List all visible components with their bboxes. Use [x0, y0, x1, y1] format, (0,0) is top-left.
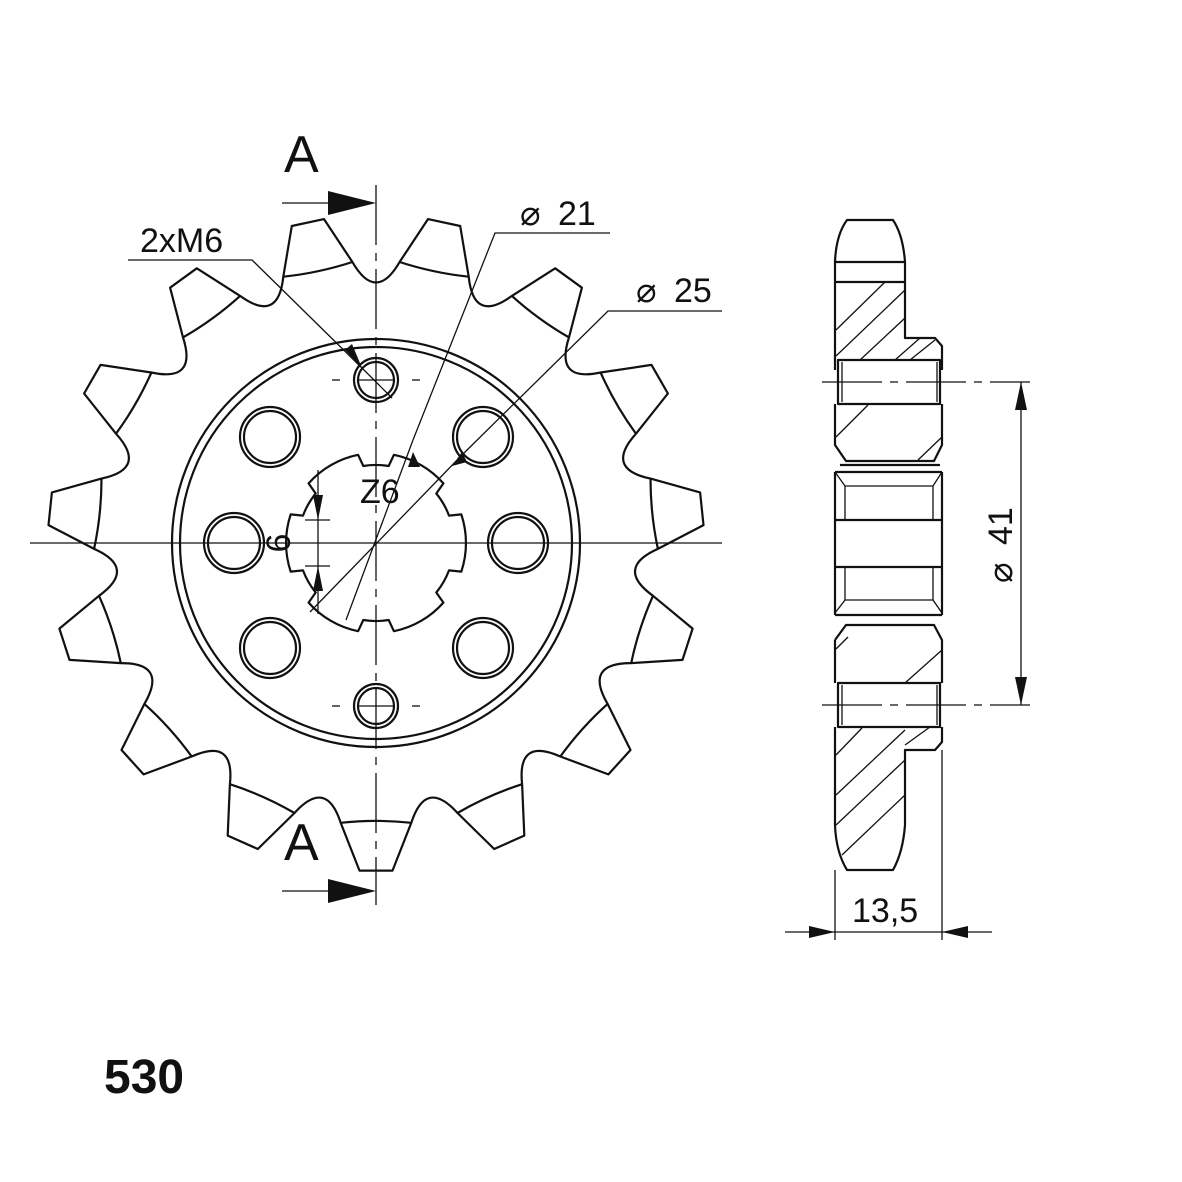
spline-bore: [284, 453, 468, 633]
side-bore-chamfer-bottom: [834, 567, 943, 614]
hole-ring: [206, 515, 262, 571]
tooth-base-chord: [115, 372, 153, 435]
front-view: 2xM6 ⌀ 21 ⌀ 25 Z6 6 A A: [30, 126, 722, 905]
chain-pitch-label: 530: [104, 1051, 184, 1104]
spline-width-arrow-top: [313, 495, 323, 520]
side-top-tooth: [833, 218, 907, 264]
side-lower-hub: [833, 623, 944, 683]
side-lower-body: [833, 727, 944, 872]
hole-ring: [352, 356, 400, 404]
thickness-arrow-right: [942, 926, 968, 938]
tooth-base-chord: [229, 783, 296, 814]
bolt-circle-arrow-top: [1015, 382, 1027, 410]
section-hatching: [835, 281, 943, 856]
side-bore-top: [833, 470, 944, 615]
tooth-base-chord: [649, 478, 659, 550]
hole-ring: [242, 620, 298, 676]
thickness-label: 13,5: [852, 892, 918, 930]
side-view: ⌀ 41 13,5: [785, 218, 1030, 940]
hole-ring: [352, 682, 400, 730]
hole-ring: [455, 620, 511, 676]
bolt-circle-symbol: ⌀: [982, 563, 1020, 583]
tooth-base-chord: [456, 783, 523, 814]
tooth-base-chord: [182, 295, 241, 339]
side-upper-hub: [833, 404, 944, 463]
bore-diameter-line: [309, 454, 463, 613]
hole-ring: [238, 616, 302, 680]
tooth-base-chord: [399, 260, 469, 278]
section-marker-bottom: A: [284, 814, 319, 872]
tooth-base-chord: [340, 819, 412, 824]
m6-arrowhead: [345, 344, 362, 368]
spline-label: Z6: [360, 473, 400, 511]
spline-width-label: 6: [260, 534, 298, 553]
m6-hole-top: [332, 356, 420, 404]
section-arrow-bottom-head: [328, 879, 376, 903]
hub-ring-inner: [178, 345, 574, 741]
tooth-base-chord: [283, 260, 353, 278]
hole-ring: [451, 405, 515, 469]
phi21-leader: [412, 232, 610, 441]
phi21-arrowhead: [408, 452, 420, 467]
thread-label: 2xM6: [140, 222, 223, 260]
bore21-line: [345, 439, 414, 621]
bolt-hole-upper-left: [238, 405, 302, 469]
tooth-base-chord: [143, 703, 193, 758]
side-upper-body: [833, 262, 944, 370]
bolt-hole-right: [486, 511, 550, 575]
hole-ring: [486, 511, 550, 575]
tooth-base-chord: [599, 372, 637, 435]
section-marker-top: A: [284, 126, 319, 184]
m6-hole-bottom: [332, 682, 420, 730]
hole-ring: [242, 409, 298, 465]
spline-width-arrow-bottom: [313, 566, 323, 591]
hole-ring: [490, 515, 546, 571]
outer-bore-label: 25: [674, 272, 712, 310]
section-arrow-top-head: [328, 191, 376, 215]
hole-ring: [451, 616, 515, 680]
bolt-circle-label: 41: [982, 507, 1020, 545]
hole-ring: [455, 409, 511, 465]
hub-ring-outer: [170, 337, 582, 749]
m6-leader-extension: [361, 367, 393, 399]
phi25-arrowhead: [452, 452, 467, 466]
bolt-circle-arrow-bottom: [1015, 677, 1027, 705]
bolt-hole-left: [202, 511, 266, 575]
bolt-holes: [202, 356, 550, 730]
tooth-base-chord: [93, 478, 103, 550]
hole-ring: [238, 405, 302, 469]
tooth-base-chord: [559, 703, 609, 758]
outer-bore-symbol: ⌀: [636, 272, 656, 310]
m6-leader: [128, 259, 363, 369]
tooth-base-chord: [630, 595, 655, 664]
bolt-hole-lower-left: [238, 616, 302, 680]
bolt-hole-upper-right: [451, 405, 515, 469]
tooth-base-chord: [511, 295, 570, 339]
tooth-base-chord: [97, 595, 122, 664]
tooth-chords: [93, 260, 659, 824]
bolt-hole-lower-right: [451, 616, 515, 680]
phi25-leader: [461, 310, 722, 456]
hole-ring: [202, 511, 266, 575]
sprocket-outline: [47, 218, 705, 872]
thickness-arrow-left: [809, 926, 835, 938]
bore-diameter-symbol: ⌀: [520, 195, 540, 233]
bore-diameter-label: 21: [558, 195, 596, 233]
side-bore-chamfer-top: [834, 471, 943, 520]
